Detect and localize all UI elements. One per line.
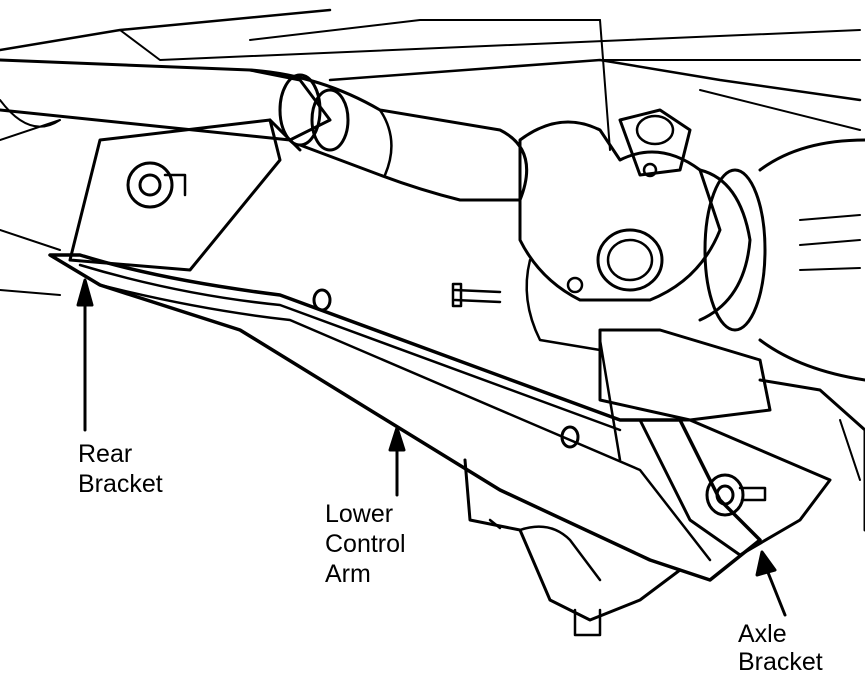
control-arm-arrowhead (388, 426, 406, 452)
axle-bracket (638, 418, 832, 557)
label-lower-control-arm: Lower Control Arm (325, 500, 413, 588)
rear-bracket-arrowhead (76, 278, 94, 307)
lower-control-arm (48, 253, 762, 582)
shock-mount (451, 258, 772, 462)
lower-mount (463, 458, 682, 637)
label-axle-bracket: Axle Bracket (738, 620, 823, 676)
callout-arrows (76, 278, 787, 617)
axle-bracket-bolt (705, 473, 767, 517)
drive-shaft (0, 58, 529, 202)
axle-bracket-arrowhead (755, 550, 777, 577)
label-rear-bracket: Rear Bracket (78, 440, 163, 498)
arm-hole-2 (560, 425, 580, 449)
frame-background (0, 8, 862, 296)
axle-housing (703, 138, 865, 532)
rear-bracket (68, 118, 302, 272)
rear-bracket-bolt (126, 161, 187, 209)
u-joint (518, 108, 752, 322)
arm-hole-1 (312, 288, 332, 312)
